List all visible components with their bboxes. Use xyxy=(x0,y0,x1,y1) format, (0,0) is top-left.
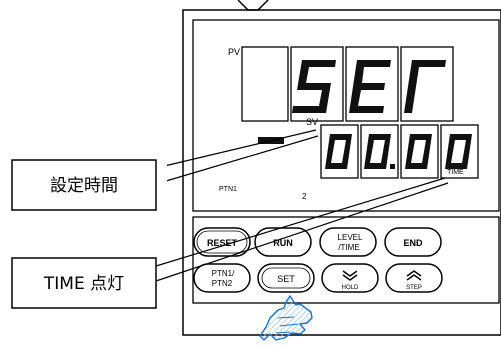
end-button-label: END xyxy=(403,238,423,248)
sv-decimal-point xyxy=(390,164,395,169)
pv-label: PV xyxy=(228,47,240,57)
level-time-button[interactable]: LEVEL /TIME xyxy=(319,227,377,257)
pv-digit-s xyxy=(292,60,336,113)
pv-digit-e xyxy=(349,60,391,113)
controller-frame xyxy=(182,9,501,336)
level-time-label-2: /TIME xyxy=(338,243,359,252)
sv-digit-0c xyxy=(405,134,432,169)
hold-button-label: HOLD xyxy=(342,285,359,291)
sv-digit-0d xyxy=(445,134,472,169)
time-indicator-label: TIME xyxy=(447,169,464,176)
sv-digit-0a xyxy=(325,134,352,169)
display-panel xyxy=(192,19,500,212)
end-button[interactable]: END xyxy=(384,227,442,257)
pv-digit-r xyxy=(404,60,446,113)
ptn-button-label-2: PTN2 xyxy=(212,279,233,288)
time-lit-callout: TIME 点灯 xyxy=(11,177,449,309)
ptn-number: 2 xyxy=(302,192,307,201)
step-button[interactable]: STEP xyxy=(385,263,443,293)
sv-display xyxy=(320,124,479,179)
step-button-label: STEP xyxy=(406,285,422,291)
reset-button[interactable]: RESET xyxy=(193,227,251,257)
set-button[interactable]: SET xyxy=(257,263,315,293)
pointing-hand-icon xyxy=(259,295,313,341)
hold-button[interactable]: HOLD xyxy=(321,263,379,293)
pv-display xyxy=(241,46,454,122)
top-arrow-shape xyxy=(237,0,269,11)
ptn-button-label-1: PTN1/ xyxy=(212,269,235,278)
set-button-label: SET xyxy=(277,274,295,284)
ptn-indicator-label: PTN1 xyxy=(219,186,237,193)
sv-digit-0b xyxy=(364,134,391,169)
reset-button-label: RESET xyxy=(207,238,238,248)
time-lit-text: TIME 点灯 xyxy=(43,274,124,294)
setting-time-text: 設定時間 xyxy=(50,176,118,196)
level-time-label-1: LEVEL xyxy=(338,233,363,242)
step-chevron-up-icon xyxy=(406,270,422,281)
hold-chevron-down-icon xyxy=(342,270,358,281)
run-button[interactable]: RUN xyxy=(254,227,312,257)
ptn-button[interactable]: PTN1/ PTN2 xyxy=(193,263,251,293)
run-button-label: RUN xyxy=(273,238,293,248)
setting-time-callout: 設定時間 xyxy=(11,129,319,211)
sv-label: SV xyxy=(306,117,318,127)
